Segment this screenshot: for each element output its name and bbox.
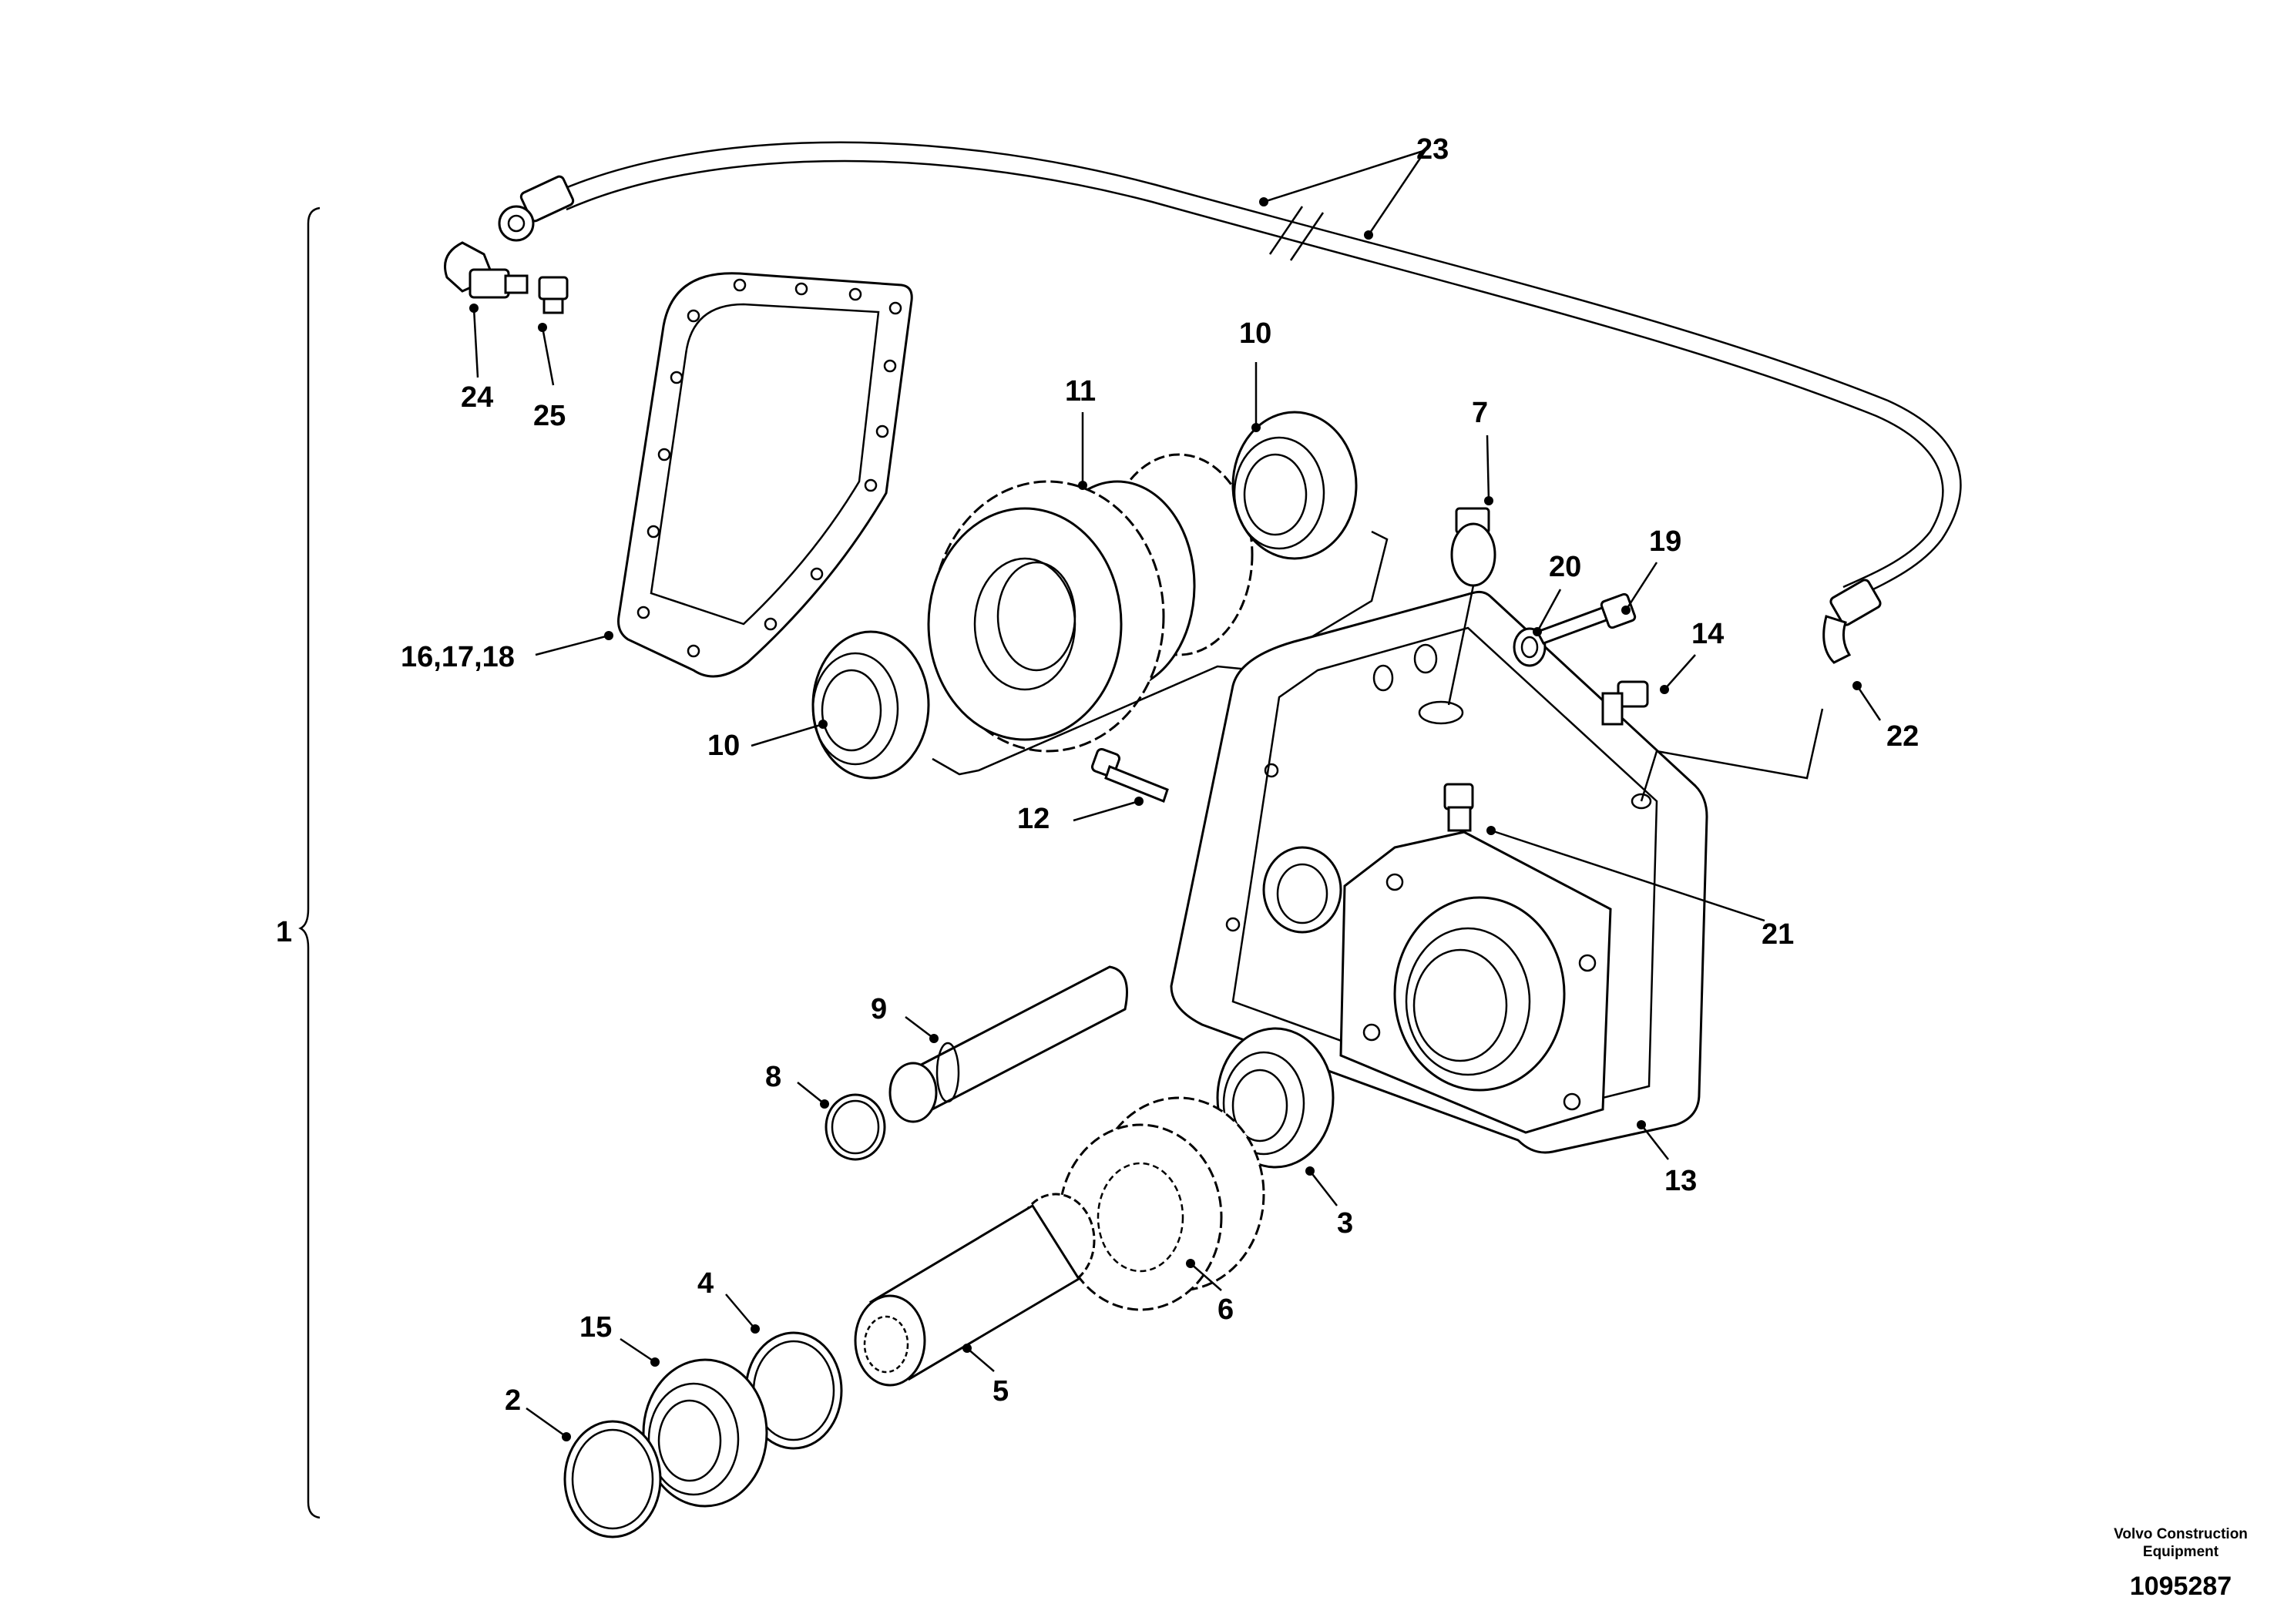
- callout-24: 24: [461, 381, 493, 414]
- hydraulic-hose: [498, 141, 1962, 664]
- bearing-upper: [1231, 411, 1358, 560]
- callout-15: 15: [579, 1311, 612, 1344]
- callout-5: 5: [992, 1375, 1009, 1408]
- leader-lines: [469, 149, 1882, 1441]
- bolt-12: [1090, 747, 1169, 803]
- plug-21: [1443, 783, 1474, 832]
- callout-7: 7: [1472, 397, 1488, 429]
- callout-13: 13: [1664, 1165, 1697, 1197]
- callout-4: 4: [697, 1267, 714, 1300]
- bearing-3: [1216, 1027, 1335, 1169]
- gear-6: [1058, 1096, 1265, 1311]
- drawing-number: 1095287: [2129, 1572, 2232, 1601]
- assembly-bracket: [298, 206, 321, 1519]
- publisher-caption: Volvo Construction Equipment: [2081, 1525, 2281, 1561]
- shaft-9: [888, 965, 1128, 1123]
- o-ring-8: [825, 1093, 886, 1161]
- circlip-2: [563, 1420, 662, 1538]
- elbow-fitting: [444, 241, 529, 299]
- washer-20: [1513, 627, 1547, 667]
- plug-7: [1447, 507, 1496, 706]
- callout-25: 25: [533, 400, 566, 432]
- callout-8: 8: [765, 1061, 781, 1093]
- callout-10-lower: 10: [707, 730, 740, 762]
- callout-3: 3: [1337, 1207, 1353, 1240]
- bolt-19: [1535, 592, 1637, 645]
- plug-14: [1601, 680, 1649, 726]
- callout-23: 23: [1416, 133, 1449, 166]
- callout-6: 6: [1218, 1293, 1234, 1326]
- callout-22: 22: [1886, 720, 1919, 753]
- callout-19: 19: [1649, 525, 1681, 558]
- pto-housing: [1170, 590, 1708, 1154]
- publisher-line-1: Volvo Construction: [2114, 1526, 2248, 1542]
- callout-20: 20: [1549, 551, 1581, 583]
- callout-12: 12: [1017, 803, 1050, 835]
- callout-10-upper: 10: [1239, 317, 1271, 350]
- callout-16-17-18: 16,17,18: [401, 641, 515, 673]
- callout-11: 11: [1065, 375, 1096, 408]
- callout-2: 2: [505, 1384, 521, 1417]
- cluster-gear: [927, 453, 1254, 753]
- callout-21: 21: [1762, 918, 1794, 951]
- publisher-line-2: Equipment: [2142, 1544, 2219, 1560]
- callout-labels: 1 23 24 25 10 11 7 20 19 14 16,17,18 10 …: [276, 133, 1919, 1417]
- callout-14: 14: [1691, 618, 1724, 650]
- callout-1: 1: [276, 916, 292, 948]
- bearing-lower: [811, 630, 930, 780]
- gasket: [617, 272, 913, 678]
- callout-9: 9: [871, 993, 887, 1025]
- output-shaft-5: [854, 1193, 1096, 1387]
- adapter-fitting: [538, 276, 569, 314]
- bearing-15: [642, 1358, 768, 1508]
